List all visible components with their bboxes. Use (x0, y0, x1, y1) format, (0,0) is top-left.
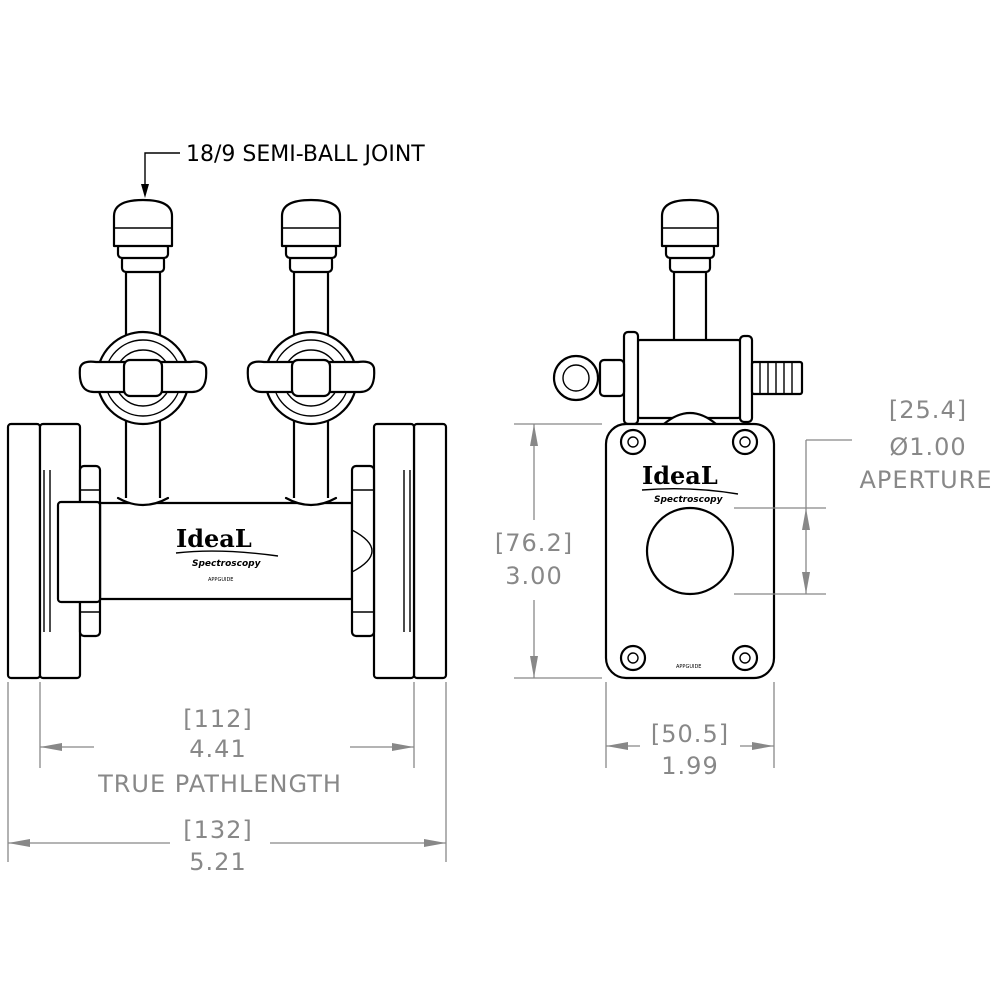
pathlength-metric: [112] (183, 705, 253, 733)
pathlength-imperial: 4.41 (189, 735, 246, 763)
width-metric: [50.5] (651, 720, 729, 748)
left-flange (6, 422, 102, 680)
overall-length-imperial: 5.21 (189, 848, 246, 876)
left-port (78, 198, 208, 507)
height-imperial: 3.00 (505, 562, 562, 590)
pathlength-label: TRUE PATHLENGTH (97, 770, 342, 798)
aperture-label: APERTURE (859, 466, 992, 494)
plate-logo-sub: Spectroscopy (654, 495, 724, 505)
pathlength-dimension: [112] 4.41 TRUE PATHLENGTH (40, 705, 414, 798)
logo-sub: Spectroscopy (192, 559, 262, 569)
aperture-dimension: [25.4] Ø1.00 APERTURE (802, 396, 992, 594)
logo-text: IdeaL (176, 524, 252, 553)
height-dimension: [76.2] 3.00 (495, 424, 573, 678)
callout-label: 18/9 SEMI-BALL JOINT (186, 142, 425, 167)
right-flange (350, 422, 448, 680)
screw-hole-br (731, 644, 759, 672)
plate-logo-text: IdeaL (642, 461, 718, 490)
width-imperial: 1.99 (661, 752, 718, 780)
overall-length-dimension: [132] 5.21 (8, 816, 446, 876)
front-view: IdeaL Spectroscopy APPGUIDE (6, 142, 448, 680)
plate-part-code: APPGUIDE (676, 664, 701, 670)
part-code: APPGUIDE (208, 577, 233, 583)
width-dimension: [50.5] 1.99 (606, 720, 774, 780)
overall-length-metric: [132] (183, 816, 253, 844)
aperture-metric: [25.4] (889, 396, 967, 424)
screw-hole-tl (619, 428, 647, 456)
right-port (246, 198, 376, 507)
screw-hole-tr (731, 428, 759, 456)
aperture-circle (645, 506, 735, 596)
semi-ball-joint-callout: 18/9 SEMI-BALL JOINT (141, 142, 425, 198)
height-metric: [76.2] (495, 529, 573, 557)
screw-hole-bl (619, 644, 647, 672)
tube-logo: IdeaL Spectroscopy APPGUIDE (175, 524, 279, 583)
aperture-imperial: Ø1.00 (889, 433, 966, 461)
dimensions: [112] 4.41 TRUE PATHLENGTH [132] 5.21 [7… (7, 396, 992, 876)
side-valve (552, 330, 804, 426)
side-port (660, 198, 720, 347)
end-plate: IdeaL Spectroscopy APPGUIDE (604, 411, 776, 680)
side-view: IdeaL Spectroscopy APPGUIDE (552, 198, 804, 680)
